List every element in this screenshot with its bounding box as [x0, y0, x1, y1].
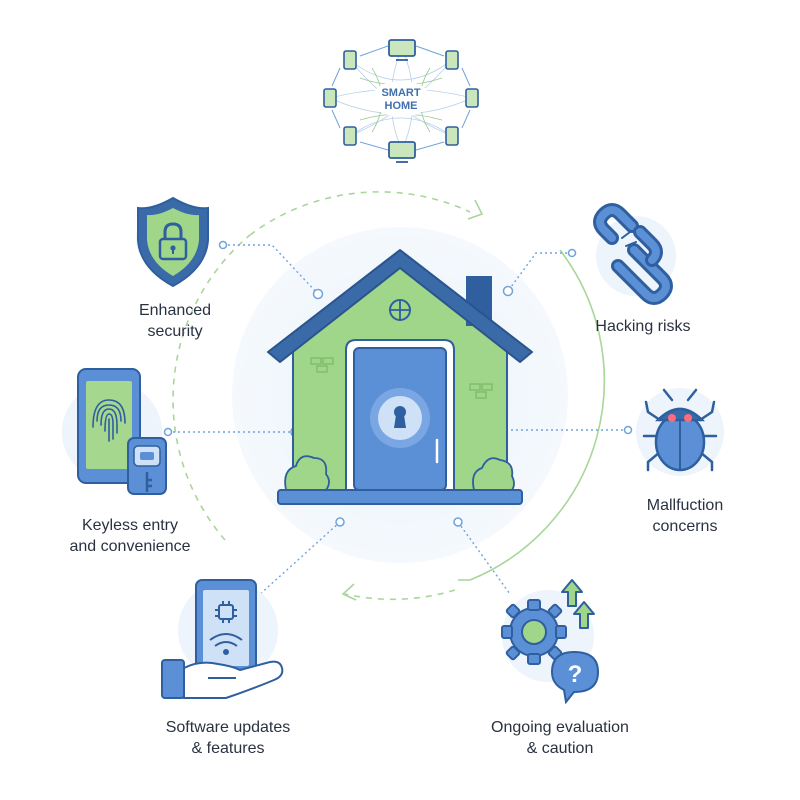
label-software-updates: Software updates & features [138, 717, 318, 759]
house-bricks [310, 357, 493, 399]
device-phone-2-icon [445, 50, 459, 70]
connector-security [223, 244, 319, 295]
label-ongoing-evaluation-line2: & caution [526, 740, 594, 757]
phone-fingerprint-icon [77, 368, 141, 484]
hand-icon [161, 659, 284, 699]
device-phone-4-icon [465, 88, 479, 108]
bug-icon [642, 388, 718, 472]
key-fob-icon [127, 437, 167, 495]
smart-home-network: SMART HOME [323, 39, 479, 163]
label-keyless-entry-line2: and convenience [69, 538, 191, 555]
label-enhanced-security-line1: Enhanced [138, 302, 212, 319]
label-malfunction-line1: Mallfuction [646, 497, 724, 514]
question-bubble-icon: ? [550, 650, 600, 705]
feature-malfunction [636, 388, 724, 476]
device-phone-3-icon [323, 88, 337, 108]
label-keyless-entry: Keyless entry and convenience [40, 515, 220, 557]
label-keyless-entry-line1: Keyless entry [81, 517, 179, 534]
label-hacking-risks-line1: Hacking risks [595, 318, 691, 335]
feature-hacking [593, 203, 676, 305]
label-malfunction-line2: concerns [652, 518, 718, 535]
house-window-icon [389, 299, 411, 321]
shield-lock-icon [137, 196, 209, 288]
cycle-arc-top [249, 191, 471, 236]
device-monitor-bottom-icon [388, 141, 416, 163]
connector-lines [168, 244, 628, 606]
feature-keyless [62, 368, 167, 495]
label-software-updates-line2: & features [191, 740, 265, 757]
hub-center [371, 81, 431, 117]
feature-software [161, 579, 284, 699]
cycle-arc-bottom [344, 589, 456, 601]
label-malfunction-concerns: Mallfuction concerns [610, 495, 760, 537]
broken-chain-icon [593, 203, 673, 305]
bush-left-icon [284, 455, 330, 491]
cycle-arrows [172, 191, 606, 601]
cycle-arc-right [469, 249, 606, 581]
cycle-arc-left [172, 234, 251, 541]
device-phone-6-icon [445, 126, 459, 146]
label-enhanced-security: Enhanced security [100, 300, 250, 342]
hub-label-line2: HOME [385, 100, 418, 112]
arrow-up-icon [561, 579, 595, 629]
label-enhanced-security-line2: security [147, 323, 203, 340]
svg-text:?: ? [568, 661, 583, 688]
device-phone-1-icon [343, 50, 357, 70]
label-software-updates-line1: Software updates [165, 719, 291, 736]
gear-icon [501, 599, 567, 665]
cycle-arrowhead-top [467, 199, 484, 220]
label-ongoing-evaluation: Ongoing evaluation & caution [460, 717, 660, 759]
label-hacking-risks: Hacking risks [568, 316, 718, 337]
device-phone-5-icon [343, 126, 357, 146]
network-ring-arrows [331, 45, 471, 151]
device-monitor-top-icon [388, 39, 416, 61]
feature-security [136, 196, 209, 288]
house-roof [267, 249, 533, 363]
house-base [277, 489, 523, 505]
house-illustration [267, 249, 533, 505]
label-ongoing-evaluation-line1: Ongoing evaluation [491, 719, 629, 736]
keyhole-lock-icon [370, 388, 430, 448]
cycle-arrowhead-bottom [341, 583, 357, 601]
bush-right-icon [472, 457, 515, 491]
connector-hacking [507, 252, 572, 292]
feature-evaluation: ? [501, 579, 600, 705]
hub-label-line1: SMART [381, 87, 420, 99]
connector-software [247, 521, 341, 606]
